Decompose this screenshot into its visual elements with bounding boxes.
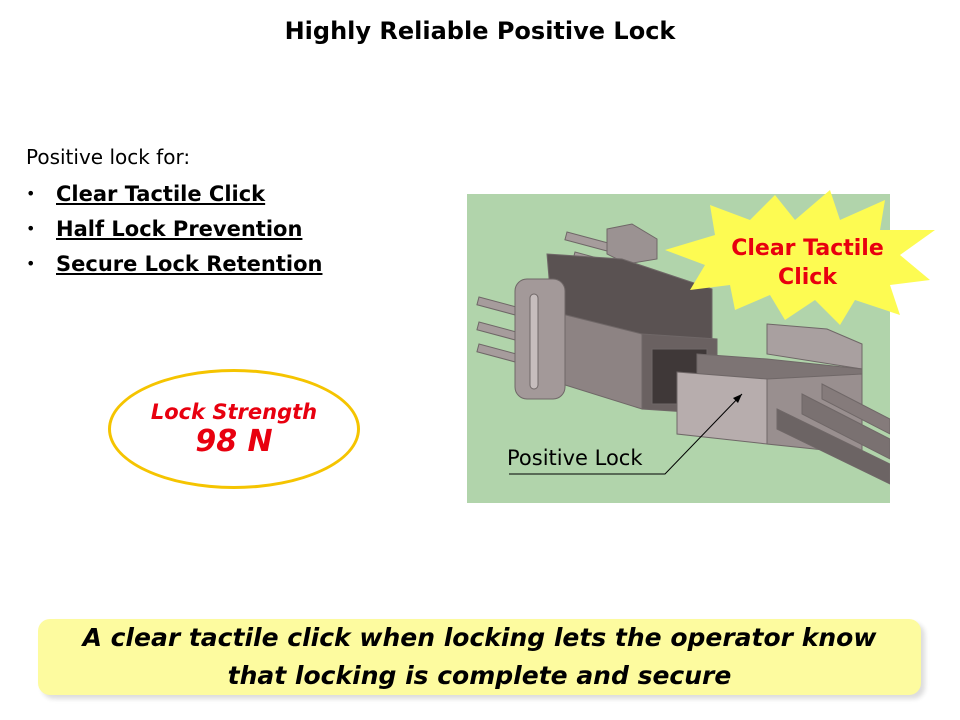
intro-text: Positive lock for: <box>26 145 191 169</box>
tactile-click-callout: Clear Tactile Click <box>700 234 915 292</box>
slide-title: Highly Reliable Positive Lock <box>284 17 676 45</box>
callout-line: Clear Tactile <box>731 236 884 261</box>
bullet-icon: • <box>26 219 36 238</box>
connector-drawing <box>476 223 890 485</box>
callout-line: Click <box>778 265 837 290</box>
bullet-icon: • <box>26 254 36 273</box>
feature-item: •Clear Tactile Click <box>26 181 266 206</box>
feature-item: •Half Lock Prevention <box>26 216 303 241</box>
lock-strength-value: 98 N <box>195 424 273 459</box>
lock-strength-label: Lock Strength <box>150 400 318 424</box>
feature-list: •Clear Tactile Click •Half Lock Preventi… <box>26 176 322 281</box>
lock-strength-ellipse: Lock Strength 98 N <box>108 369 360 489</box>
positive-lock-label: Positive Lock <box>507 446 643 470</box>
starburst-callout-icon <box>665 190 935 325</box>
banner-line: A clear tactile click when locking lets … <box>82 623 877 652</box>
feature-item: •Secure Lock Retention <box>26 251 323 276</box>
banner-line: that locking is complete and secure <box>227 661 732 690</box>
summary-banner: A clear tactile click when locking lets … <box>38 619 921 695</box>
bullet-icon: • <box>26 184 36 203</box>
